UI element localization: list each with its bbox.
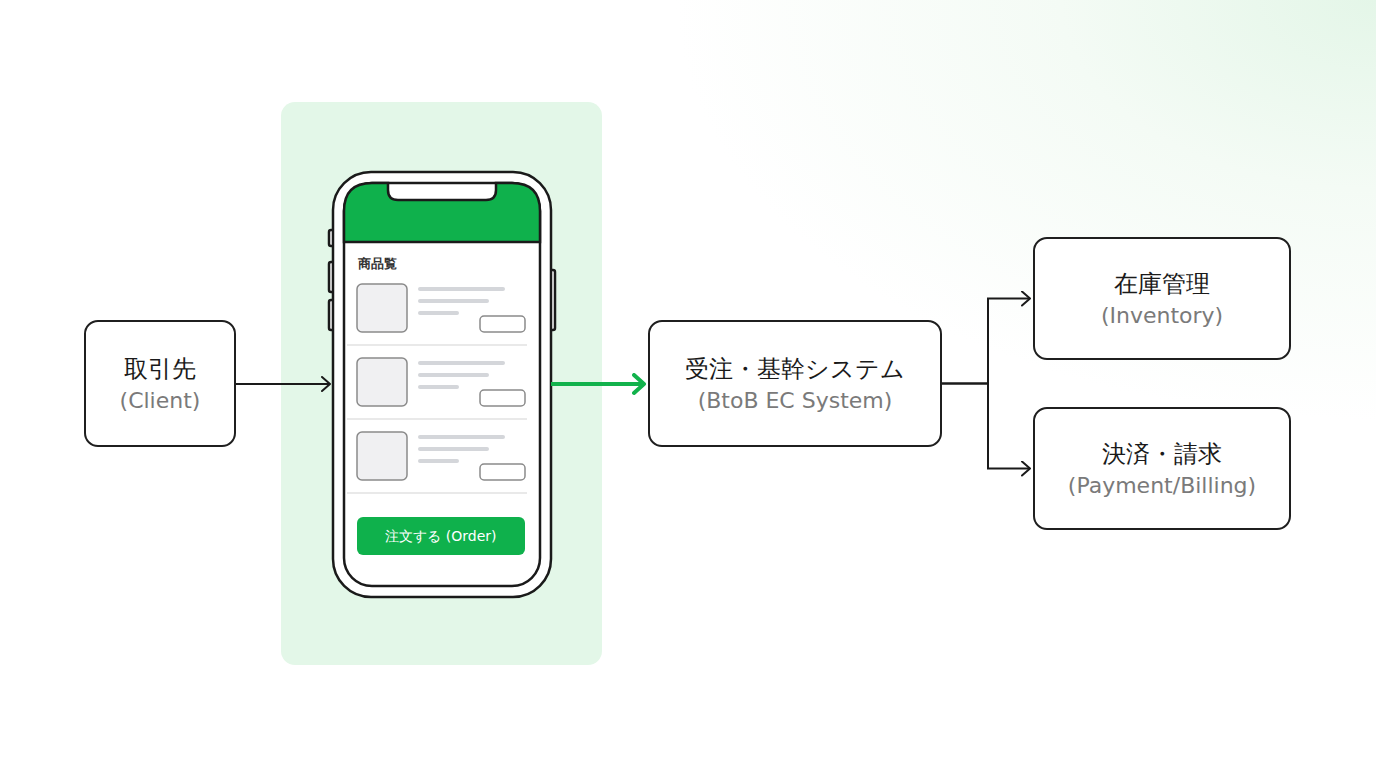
node-title: 取引先 xyxy=(124,352,196,386)
billing-box: 決済・請求(Payment/Billing) xyxy=(1033,407,1291,530)
product-list xyxy=(347,284,527,493)
node-subtitle: (Payment/Billing) xyxy=(1068,471,1256,501)
flow-arrow xyxy=(551,382,644,386)
flow-arrow xyxy=(942,299,1030,384)
node-subtitle: (Inventory) xyxy=(1101,301,1223,331)
node-title: 商品覧 xyxy=(358,256,397,272)
phone-header xyxy=(344,183,540,242)
client-box: 取引先(Client) xyxy=(84,320,236,447)
phone-illustration xyxy=(329,172,555,597)
node-title: 受注・基幹システム xyxy=(685,352,905,386)
system-box: 受注・基幹システム(BtoB EC System) xyxy=(648,320,942,447)
phone-screen: 商品覧注文する (Order) xyxy=(333,172,551,597)
node-title: 決済・請求 xyxy=(1102,437,1222,471)
flow-arrow xyxy=(942,384,1030,469)
node-subtitle: (BtoB EC System) xyxy=(698,386,893,416)
inventory-box: 在庫管理(Inventory) xyxy=(1033,237,1291,360)
node-title: 在庫管理 xyxy=(1114,267,1210,301)
flow-arrow xyxy=(236,383,330,385)
order-button: 注文する (Order) xyxy=(357,517,525,555)
highlight-panel xyxy=(281,102,602,665)
node-subtitle: (Client) xyxy=(120,386,201,416)
node-title: 注文する (Order) xyxy=(385,527,496,545)
